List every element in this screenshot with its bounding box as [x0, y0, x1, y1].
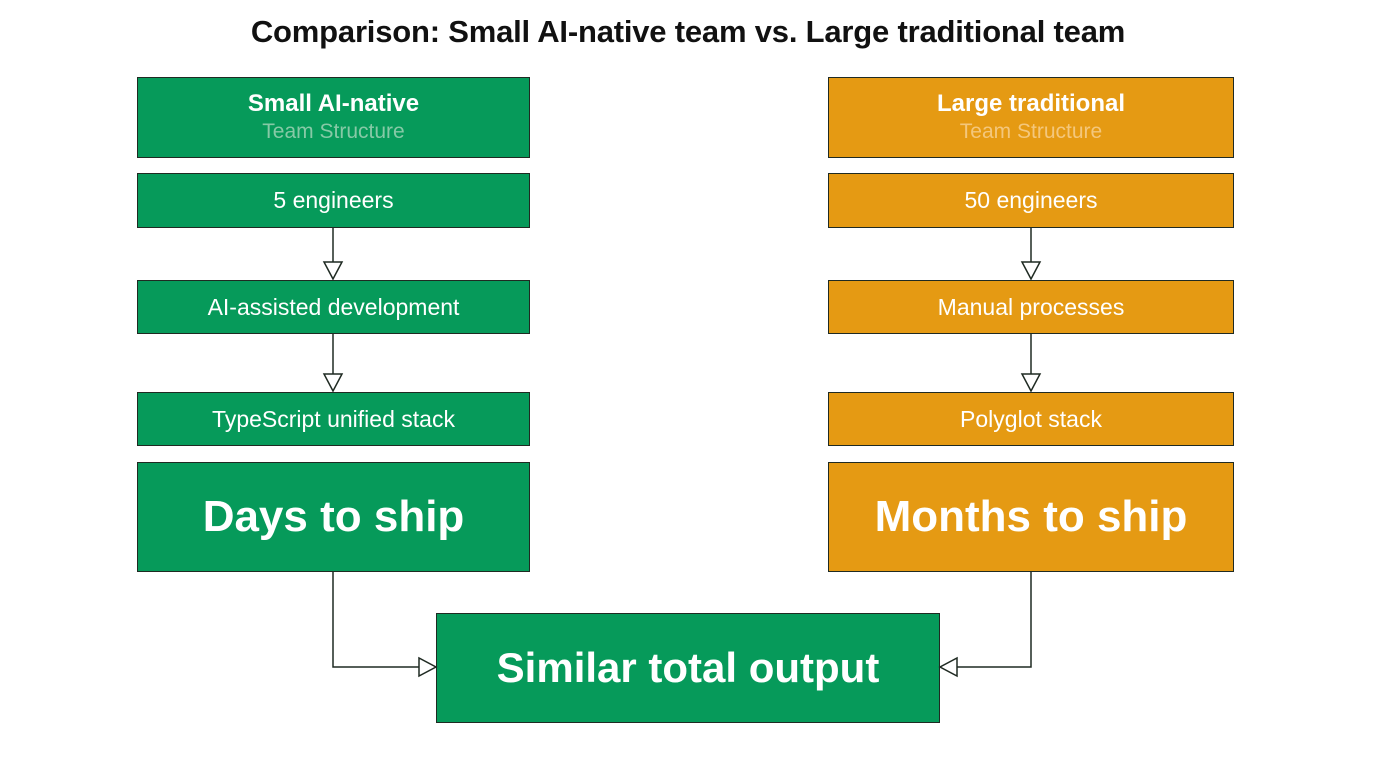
left-step-development: AI-assisted development: [137, 280, 530, 334]
right-header-subtitle: Team Structure: [959, 119, 1103, 143]
right-header-title: Large traditional: [936, 89, 1126, 117]
left-merge-arrowhead: [418, 656, 438, 678]
right-merge-connector: [957, 572, 1032, 668]
right-header-box: Large traditional Team Structure: [828, 77, 1234, 158]
left-merge-connector: [332, 572, 419, 668]
right-result-box: Months to ship: [828, 462, 1234, 572]
left-step-stack: TypeScript unified stack: [137, 392, 530, 446]
right-step-engineers: 50 engineers: [828, 173, 1234, 228]
output-box: Similar total output: [436, 613, 940, 723]
right-step-processes: Manual processes: [828, 280, 1234, 334]
left-header-title: Small AI-native: [247, 89, 420, 117]
left-arrowhead-1: [322, 261, 344, 281]
left-header-box: Small AI-native Team Structure: [137, 77, 530, 158]
left-header-subtitle: Team Structure: [262, 119, 405, 143]
left-step-engineers: 5 engineers: [137, 173, 530, 228]
left-result-box: Days to ship: [137, 462, 530, 572]
right-arrowhead-2: [1020, 373, 1042, 393]
diagram-title: Comparison: Small AI-native team vs. Lar…: [250, 14, 1126, 49]
left-arrowhead-2: [322, 373, 344, 393]
right-arrowhead-1: [1020, 261, 1042, 281]
right-merge-arrowhead: [938, 656, 958, 678]
